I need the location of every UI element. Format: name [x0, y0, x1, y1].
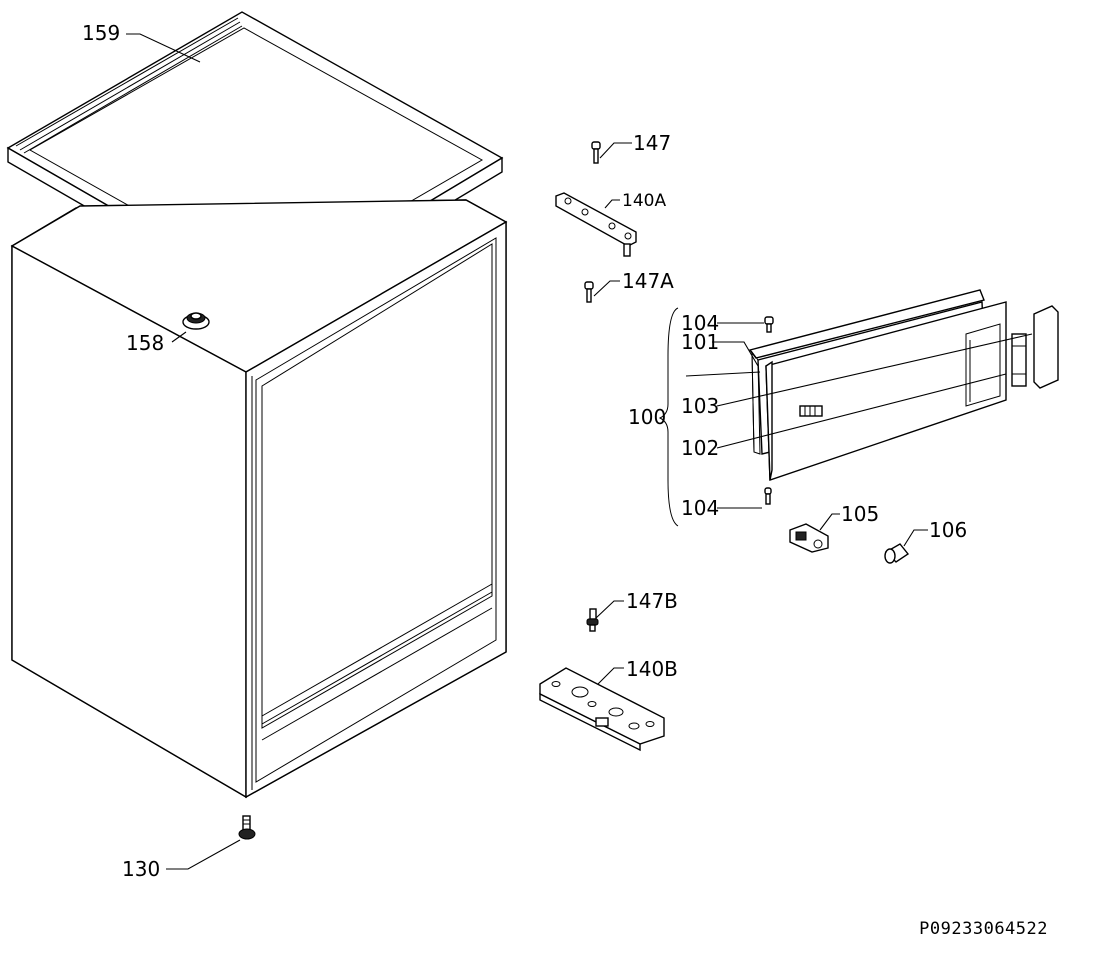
label-147B: 147B: [626, 589, 678, 613]
document-number: P09233064522: [919, 919, 1048, 939]
label-158: 158: [126, 331, 164, 355]
adjustable-foot-part-130: [238, 815, 256, 840]
label-147A: 147A: [622, 269, 674, 293]
label-159: 159: [82, 21, 120, 45]
label-105: 105: [841, 502, 879, 526]
label-106: 106: [929, 518, 967, 542]
label-100: 100: [628, 405, 666, 429]
label-140A: 140A: [622, 191, 666, 211]
hinge-part-140A: [555, 192, 637, 257]
part-labels: 159 158 130 147 140A 147A 104 101 100 10…: [82, 21, 967, 881]
screw-part-104-bottom: [764, 487, 772, 505]
screw-part-147B: [586, 608, 599, 632]
label-140B: 140B: [626, 657, 678, 681]
hinge-part-140B: [539, 667, 665, 752]
handle-part-105: [789, 523, 829, 553]
label-104-top: 104: [681, 311, 719, 335]
label-147: 147: [633, 131, 671, 155]
screw-part-147: [591, 141, 601, 164]
label-130: 130: [122, 857, 160, 881]
label-101: 101: [681, 330, 719, 354]
leader-lines: [126, 33, 1033, 870]
label-102: 102: [681, 436, 719, 460]
label-103: 103: [681, 394, 719, 418]
cap-part-106: [884, 543, 910, 564]
door-assembly-part-100: [658, 289, 1059, 527]
screw-part-147A: [584, 281, 594, 303]
screw-part-104-top: [764, 316, 774, 333]
cabinet-body: [10, 199, 508, 799]
label-104-bottom: 104: [681, 496, 719, 520]
plug-part-158: [182, 312, 210, 330]
